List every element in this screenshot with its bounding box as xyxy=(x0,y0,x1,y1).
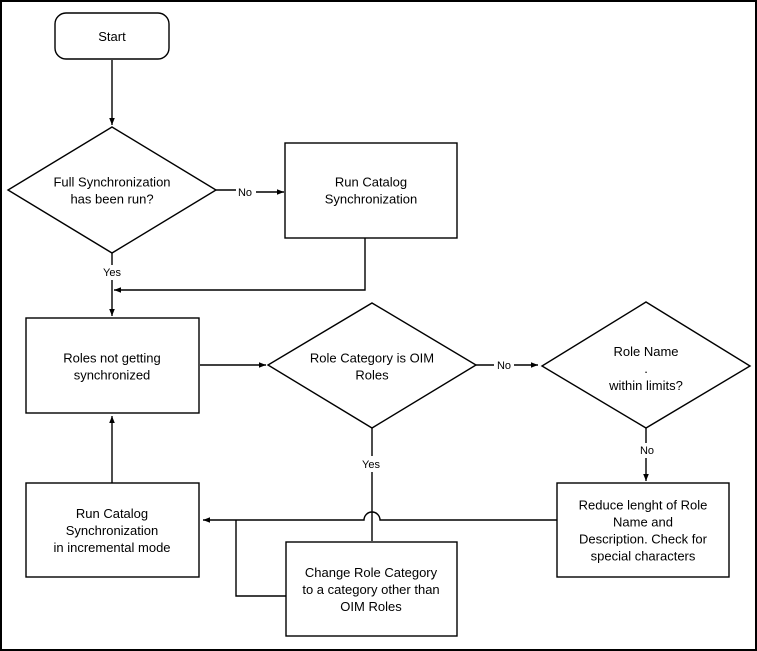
change-category-label: Change Role Category to a category other … xyxy=(302,565,439,614)
label-role-category-yes: Yes xyxy=(362,459,380,471)
full-sync-check-line-2: has been run? xyxy=(70,192,153,207)
change-category-line-1: Change Role Category xyxy=(305,565,438,580)
role-name-check-line-3: within limits? xyxy=(608,378,683,393)
edge-run-catalog-to-merge xyxy=(114,238,366,293)
roles-not-synced-label: Roles not getting synchronized xyxy=(63,351,161,383)
reduce-length-line-1: Reduce lenght of Role xyxy=(579,498,708,513)
role-name-decision: Role Name. within limits? xyxy=(540,301,752,429)
run-incremental-line-1: Run Catalog xyxy=(76,506,148,521)
reduce-length-line-2: Name and xyxy=(613,515,673,530)
change-category-box: Change Role Category to a category other … xyxy=(285,541,458,637)
start-line-1: Start xyxy=(98,29,126,44)
edge-reduce-to-incremental xyxy=(203,511,557,523)
start-terminal: Start xyxy=(54,12,170,60)
role-category-check-line-2: Roles xyxy=(355,368,389,383)
start-label: Start xyxy=(98,29,126,44)
change-category-line-2: to a category other than xyxy=(302,582,439,597)
run-incremental-line-2: Synchronization xyxy=(66,523,159,538)
label-role-name-no: No xyxy=(640,445,654,457)
roles-not-synced-line-1: Roles not getting xyxy=(63,351,161,366)
roles-not-synced-line-2: synchronized xyxy=(74,368,151,383)
reduce-length-line-3: Description. Check for xyxy=(579,532,708,547)
run-catalog-sync-line-1: Run Catalog xyxy=(335,175,407,190)
reduce-length-line-4: special characters xyxy=(591,549,696,564)
roles-not-synced-box: Roles not getting synchronized xyxy=(25,317,200,414)
label-full-sync-yes: Yes xyxy=(103,267,121,279)
full-sync-check-label: Full Synchronization has been run? xyxy=(53,175,170,207)
role-category-check-label: Role Category is OIM Roles xyxy=(310,351,434,383)
run-incremental-line-3: in incremental mode xyxy=(53,540,170,555)
change-category-line-3: OIM Roles xyxy=(340,599,402,614)
full-sync-decision: Full Synchronization has been run? xyxy=(6,126,218,254)
role-category-decision: Role Category is OIM Roles xyxy=(266,302,478,429)
label-role-category-no: No xyxy=(497,360,511,372)
role-name-check-label: Role Name. within limits? xyxy=(608,344,683,393)
role-name-check-line-2: . xyxy=(644,361,648,376)
run-catalog-sync-line-2: Synchronization xyxy=(325,192,418,207)
label-full-sync-no: No xyxy=(238,187,252,199)
role-category-check-line-1: Role Category is OIM xyxy=(310,351,434,366)
role-name-check-line-1: Role Name xyxy=(613,344,678,359)
edge-change-category-to-join xyxy=(235,520,286,597)
full-sync-check-line-1: Full Synchronization xyxy=(53,175,170,190)
